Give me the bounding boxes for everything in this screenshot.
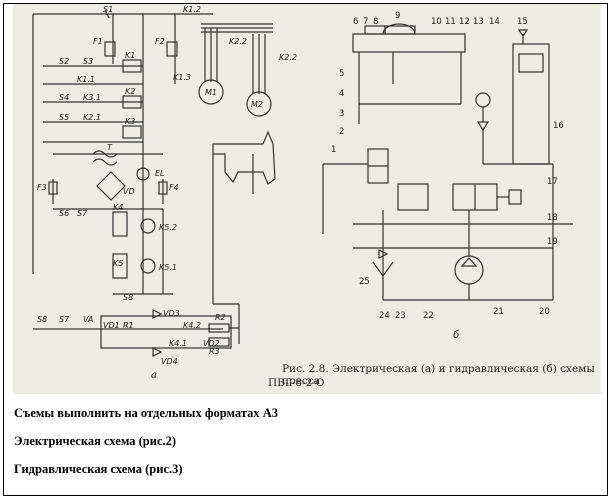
svg-text:3: 3 [339, 109, 344, 119]
svg-text:10: 10 [431, 17, 442, 27]
svg-text:15: 15 [517, 17, 528, 27]
svg-text:M1: M1 [205, 88, 217, 97]
svg-text:12: 12 [459, 17, 470, 27]
svg-text:K3.1: K3.1 [83, 93, 101, 102]
svg-text:24: 24 [379, 311, 390, 321]
svg-text:K1.2: K1.2 [183, 5, 201, 14]
svg-text:2: 2 [339, 127, 344, 137]
svg-text:S8: S8 [123, 293, 133, 302]
note-electrical-scheme: Электрическая схема (рис.2) [14, 434, 177, 448]
panel-a-label: а [151, 370, 157, 381]
page-frame [3, 3, 608, 496]
note-hydraulic-scheme: Гидравлическая схема (рис.3) [14, 462, 183, 476]
svg-text:K4.2: K4.2 [183, 321, 201, 330]
svg-text:S7: S7 [59, 315, 70, 324]
svg-text:19: 19 [547, 237, 558, 247]
svg-text:K5.1: K5.1 [159, 263, 177, 272]
svg-text:S7: S7 [77, 209, 88, 218]
figure-caption-line2: ПВГ-8-2-О [268, 377, 325, 389]
svg-text:1: 1 [331, 145, 336, 155]
svg-text:F1: F1 [93, 37, 103, 46]
svg-text:K5: K5 [113, 259, 123, 268]
svg-text:K4: K4 [113, 203, 123, 212]
svg-text:8: 8 [373, 17, 378, 27]
svg-text:K5.2: K5.2 [159, 223, 177, 232]
svg-text:23: 23 [395, 311, 406, 321]
svg-text:K4.1: K4.1 [169, 339, 187, 348]
svg-text:6: 6 [353, 17, 358, 27]
svg-text:T: T [107, 143, 113, 152]
svg-text:9: 9 [395, 11, 400, 21]
note-formats: Съемы выполнить на отдельных форматах А3 [14, 406, 279, 420]
svg-text:K1.3: K1.3 [173, 73, 191, 82]
svg-text:VA: VA [83, 315, 93, 324]
svg-text:F2: F2 [155, 37, 165, 46]
svg-text:S3: S3 [83, 57, 93, 66]
svg-text:11: 11 [445, 17, 456, 27]
svg-text:F4: F4 [169, 183, 179, 192]
svg-text:EL: EL [155, 169, 165, 178]
figure-caption-line1: Рис. 2.8. Электрическая (а) и гидравличе… [282, 363, 595, 387]
svg-text:S4: S4 [59, 93, 69, 102]
svg-text:VD: VD [123, 187, 135, 196]
svg-text:VD4: VD4 [161, 357, 178, 366]
svg-text:K1: K1 [125, 51, 135, 60]
svg-text:14: 14 [489, 17, 500, 27]
svg-text:13: 13 [473, 17, 484, 27]
svg-text:S6: S6 [59, 209, 69, 218]
panel-b-label: б [453, 330, 460, 341]
svg-text:S1: S1 [103, 5, 113, 14]
svg-text:S2: S2 [59, 57, 69, 66]
svg-text:M2: M2 [251, 100, 263, 109]
svg-text:20: 20 [539, 307, 550, 317]
svg-text:R2: R2 [215, 313, 226, 322]
svg-text:25: 25 [359, 277, 370, 287]
svg-text:S5: S5 [59, 113, 69, 122]
svg-text:K2.1: K2.1 [83, 113, 101, 122]
svg-text:22: 22 [423, 311, 434, 321]
svg-text:S8: S8 [37, 315, 47, 324]
svg-text:K3: K3 [125, 117, 135, 126]
svg-text:5: 5 [339, 69, 344, 79]
svg-text:R1: R1 [123, 321, 134, 330]
svg-text:K2: K2 [125, 87, 135, 96]
svg-text:7: 7 [363, 17, 368, 27]
svg-text:16: 16 [553, 121, 564, 131]
svg-text:17: 17 [547, 177, 558, 187]
svg-text:VD3: VD3 [163, 309, 180, 318]
svg-text:18: 18 [547, 213, 558, 223]
svg-text:VD1: VD1 [103, 321, 120, 330]
svg-text:K1.1: K1.1 [77, 75, 95, 84]
svg-text:K2.2: K2.2 [229, 37, 247, 46]
svg-text:R3: R3 [209, 347, 220, 356]
svg-text:4: 4 [339, 89, 344, 99]
svg-text:VD2: VD2 [203, 339, 220, 348]
svg-text:21: 21 [493, 307, 504, 317]
svg-text:K2.2: K2.2 [279, 53, 297, 62]
svg-text:F3: F3 [37, 183, 47, 192]
